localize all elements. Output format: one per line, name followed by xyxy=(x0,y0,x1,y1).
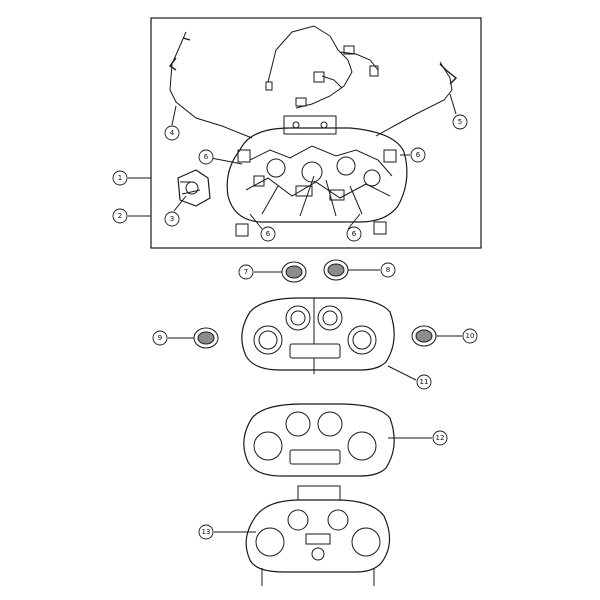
callout-8-circle xyxy=(380,262,396,278)
faceplate xyxy=(243,403,395,477)
callout-6c: 6 xyxy=(266,230,271,238)
callout-6a: 6 xyxy=(204,153,209,161)
callout-5-circle xyxy=(452,114,468,130)
leader-6 xyxy=(249,213,263,230)
actuator xyxy=(177,169,211,207)
control-housing xyxy=(226,115,408,237)
wire-harness xyxy=(265,25,379,109)
callout-6b: 6 xyxy=(416,151,421,159)
callout-4-circle xyxy=(164,125,180,141)
left-cable xyxy=(168,31,253,139)
callout-2: 2 xyxy=(118,212,122,220)
right-cable xyxy=(375,61,458,137)
callout-11-circle xyxy=(416,374,432,390)
callout-12: 12 xyxy=(436,434,445,442)
callout-2-circle xyxy=(112,208,128,224)
callout-6c-circle xyxy=(260,226,276,242)
callout-7-circle xyxy=(238,264,254,280)
callout-5: 5 xyxy=(458,118,462,126)
bezel-assembly xyxy=(241,297,395,374)
callout-6b-circle xyxy=(410,147,426,163)
assembly-frame xyxy=(150,17,482,249)
callout-13: 13 xyxy=(202,528,211,536)
leader-11 xyxy=(387,365,417,381)
callout-3: 3 xyxy=(170,215,174,223)
callout-11: 11 xyxy=(420,378,429,386)
callout-1-circle xyxy=(112,170,128,186)
knob-10-part xyxy=(411,325,437,347)
callout-9: 9 xyxy=(158,334,162,342)
callout-7: 7 xyxy=(244,268,248,276)
knob-7-part xyxy=(281,261,307,283)
callout-10-circle xyxy=(462,328,478,344)
callout-9-circle xyxy=(152,330,168,346)
leader-7 xyxy=(347,213,361,230)
callout-13-circle xyxy=(198,524,214,540)
control-module xyxy=(245,485,391,586)
callout-8: 8 xyxy=(386,266,390,274)
callout-1: 1 xyxy=(118,174,122,182)
knob-9-part xyxy=(193,327,219,349)
callout-10: 10 xyxy=(466,332,475,340)
callout-labels xyxy=(112,114,478,540)
callout-6d: 6 xyxy=(352,230,357,238)
callout-4: 4 xyxy=(170,129,175,137)
knob-8-part xyxy=(323,259,349,281)
callout-6a-circle xyxy=(198,149,214,165)
callout-6d-circle xyxy=(346,226,362,242)
callout-3-circle xyxy=(164,211,180,227)
callout-12-circle xyxy=(432,430,448,446)
leader-3 xyxy=(173,195,187,212)
